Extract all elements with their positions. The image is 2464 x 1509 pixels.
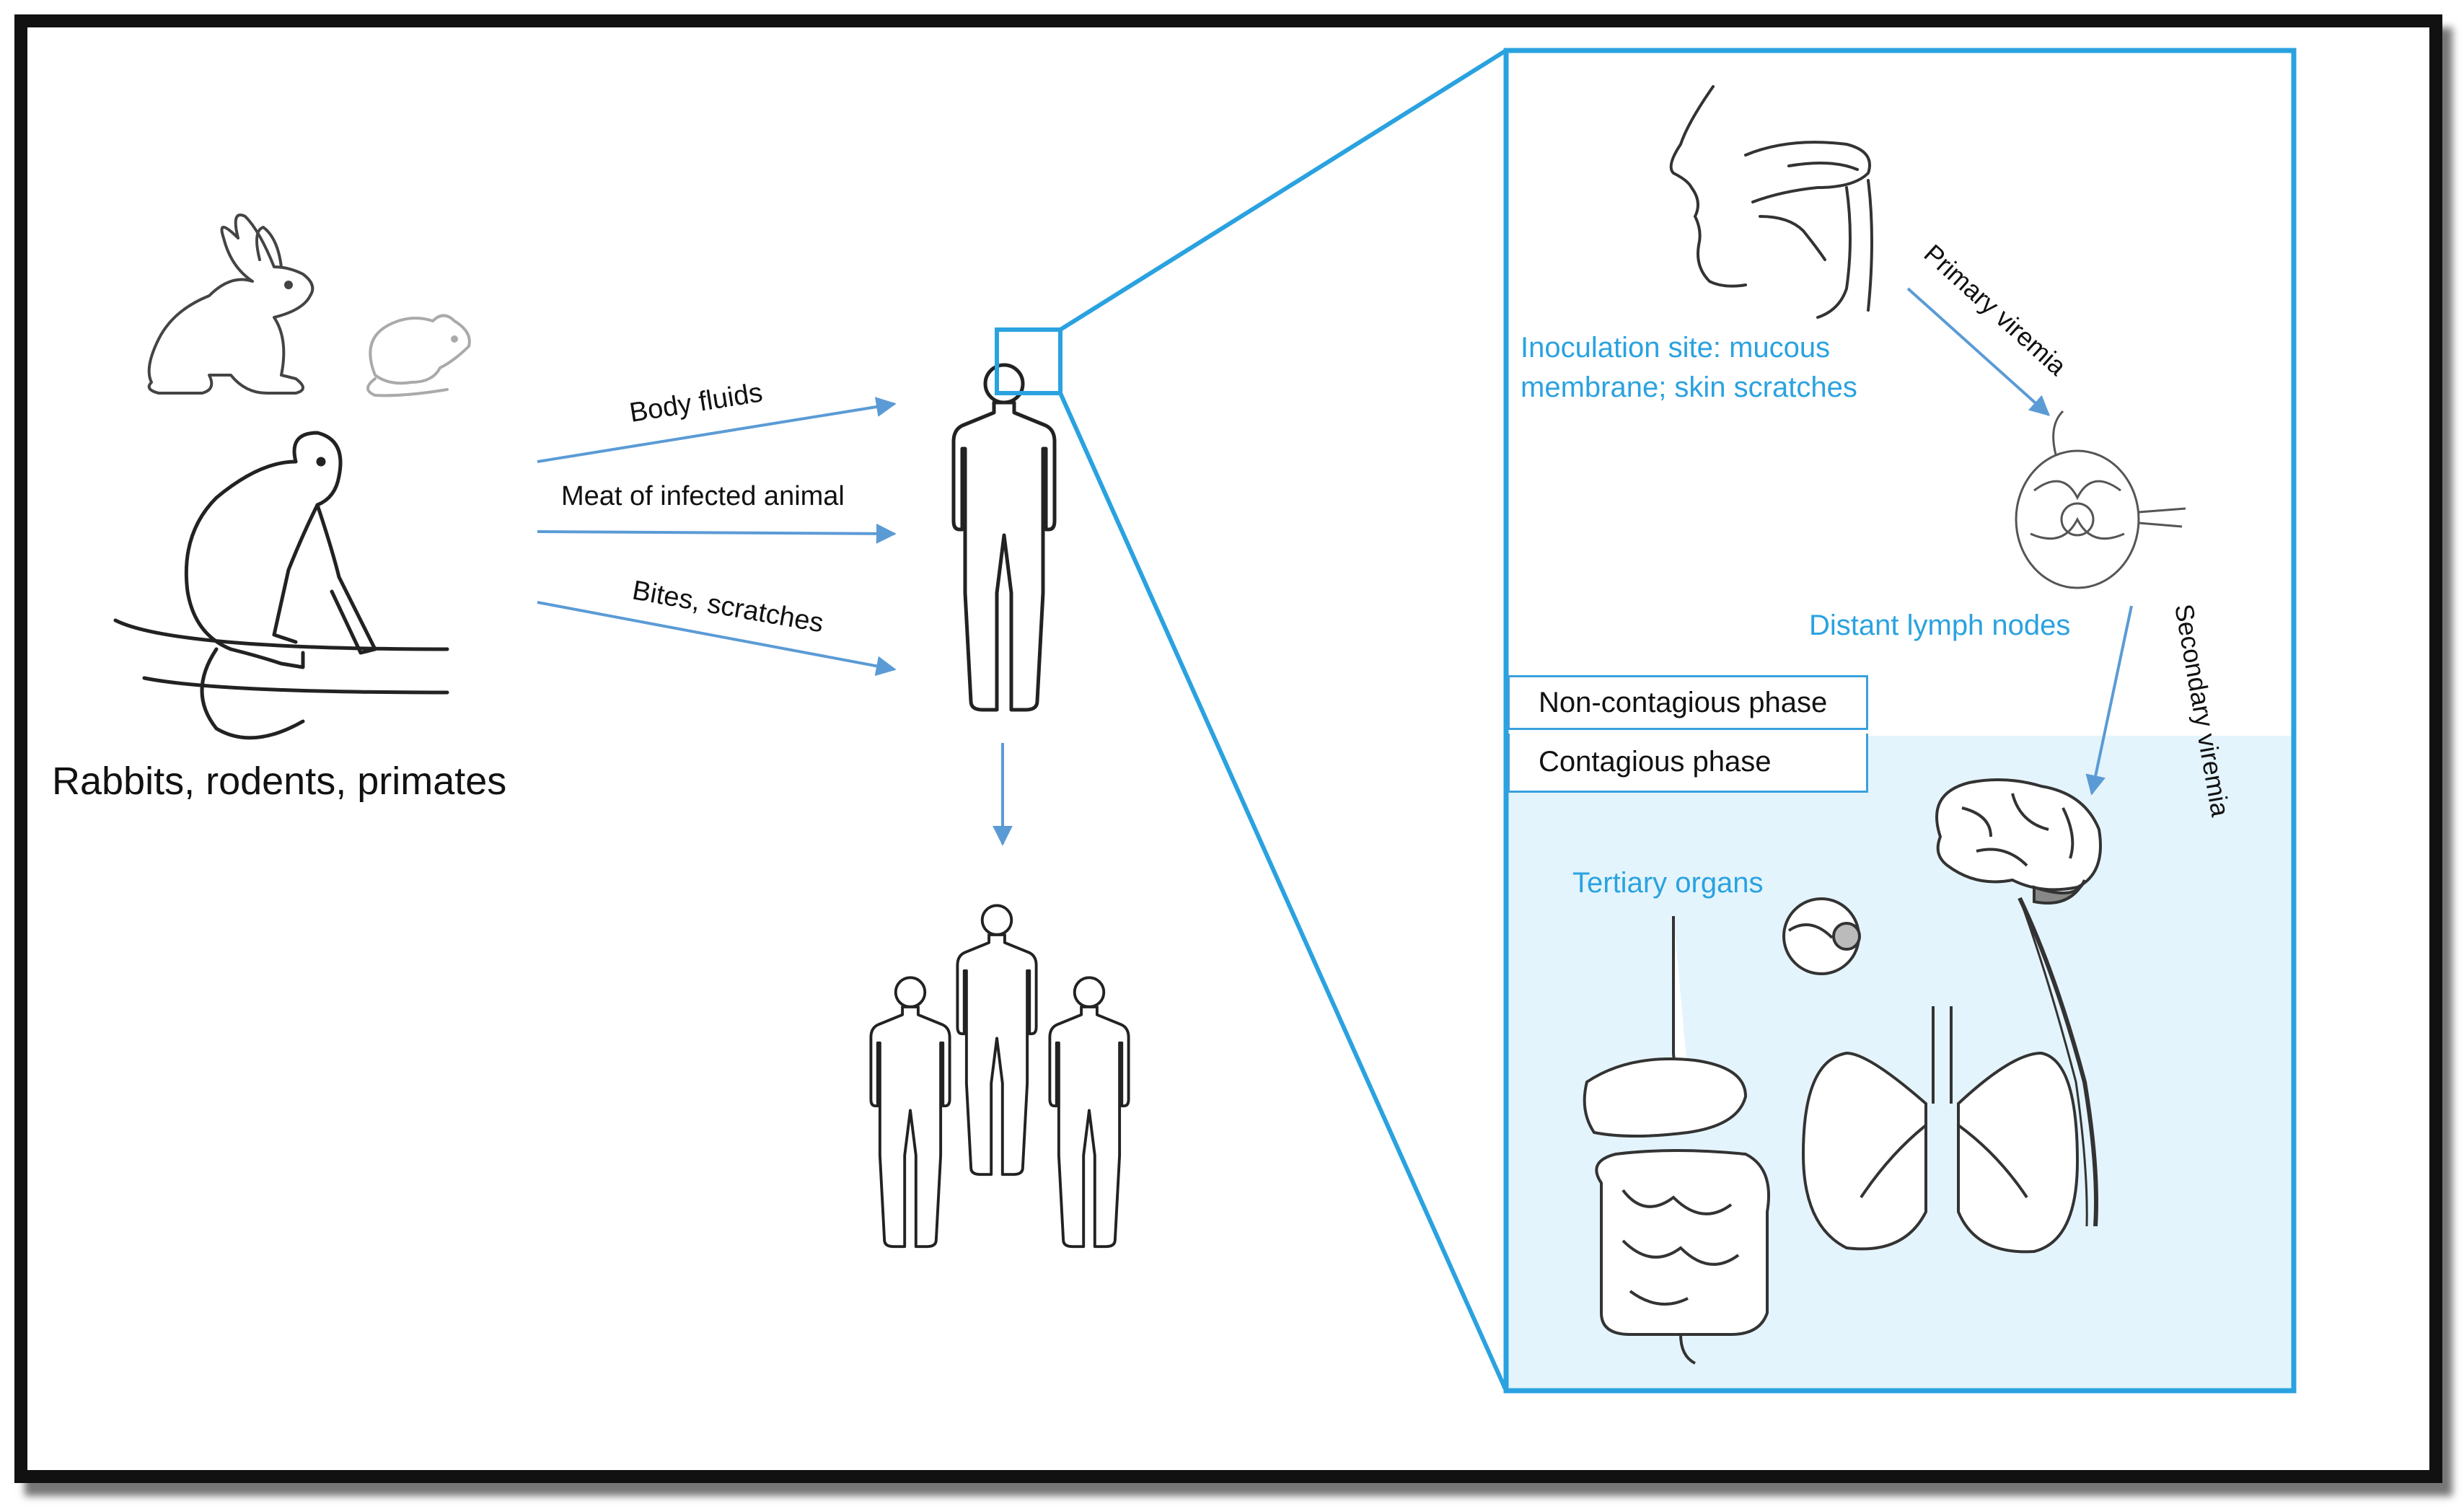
lungs-icon <box>1801 1006 2080 1254</box>
distant-lymph-nodes-label: Distant lymph nodes <box>1809 610 2070 641</box>
eye-icon <box>1782 897 1861 975</box>
rabbit-icon <box>147 214 314 395</box>
human-figure-icon <box>1048 976 1130 1249</box>
zoom-line-bottom <box>1058 392 1508 1392</box>
human-figure-icon <box>954 365 1055 710</box>
digestive-tract-icon <box>1583 916 1770 1365</box>
route-label-bites: Bites, scratches <box>630 576 825 639</box>
route-label-meat: Meat of infected animal <box>561 481 845 511</box>
arrow-bites <box>537 601 897 677</box>
monkey-icon <box>113 431 449 740</box>
brain-icon <box>1935 778 2102 1227</box>
arrow-meat <box>537 523 897 544</box>
arrow-primary-viremia <box>1906 287 2051 416</box>
inoculation-site-label: Inoculation site: mucous <box>1521 332 1830 364</box>
zoom-line-top <box>1059 48 1508 332</box>
transmission-arrows <box>537 287 2133 846</box>
arrow-secondary-viremia <box>2085 605 2133 796</box>
human-figure-icon <box>956 904 1038 1176</box>
primary-viremia-label: Primary viremia <box>1919 238 2073 381</box>
host-animals-label: Rabbits, rodents, primates <box>52 760 507 803</box>
zoom-region-box <box>995 327 1062 395</box>
contagious-phase-label: Contagious phase <box>1508 734 1868 793</box>
lymph-node-icon <box>2015 410 2186 589</box>
non-contagious-phase-label: Non-contagious phase <box>1508 675 1868 730</box>
inoculation-site-label-line2: membrane; skin scratches <box>1521 371 1857 403</box>
tertiary-organs-label: Tertiary organs <box>1572 867 1764 899</box>
human-figure-icon <box>869 976 951 1249</box>
mouse-icon <box>366 314 471 397</box>
face-profile-icon <box>1669 85 1873 319</box>
route-label-body-fluids: Body fluids <box>628 377 765 428</box>
zoom-inset-box <box>1503 48 2297 1394</box>
arrow-body-fluids <box>537 397 897 463</box>
